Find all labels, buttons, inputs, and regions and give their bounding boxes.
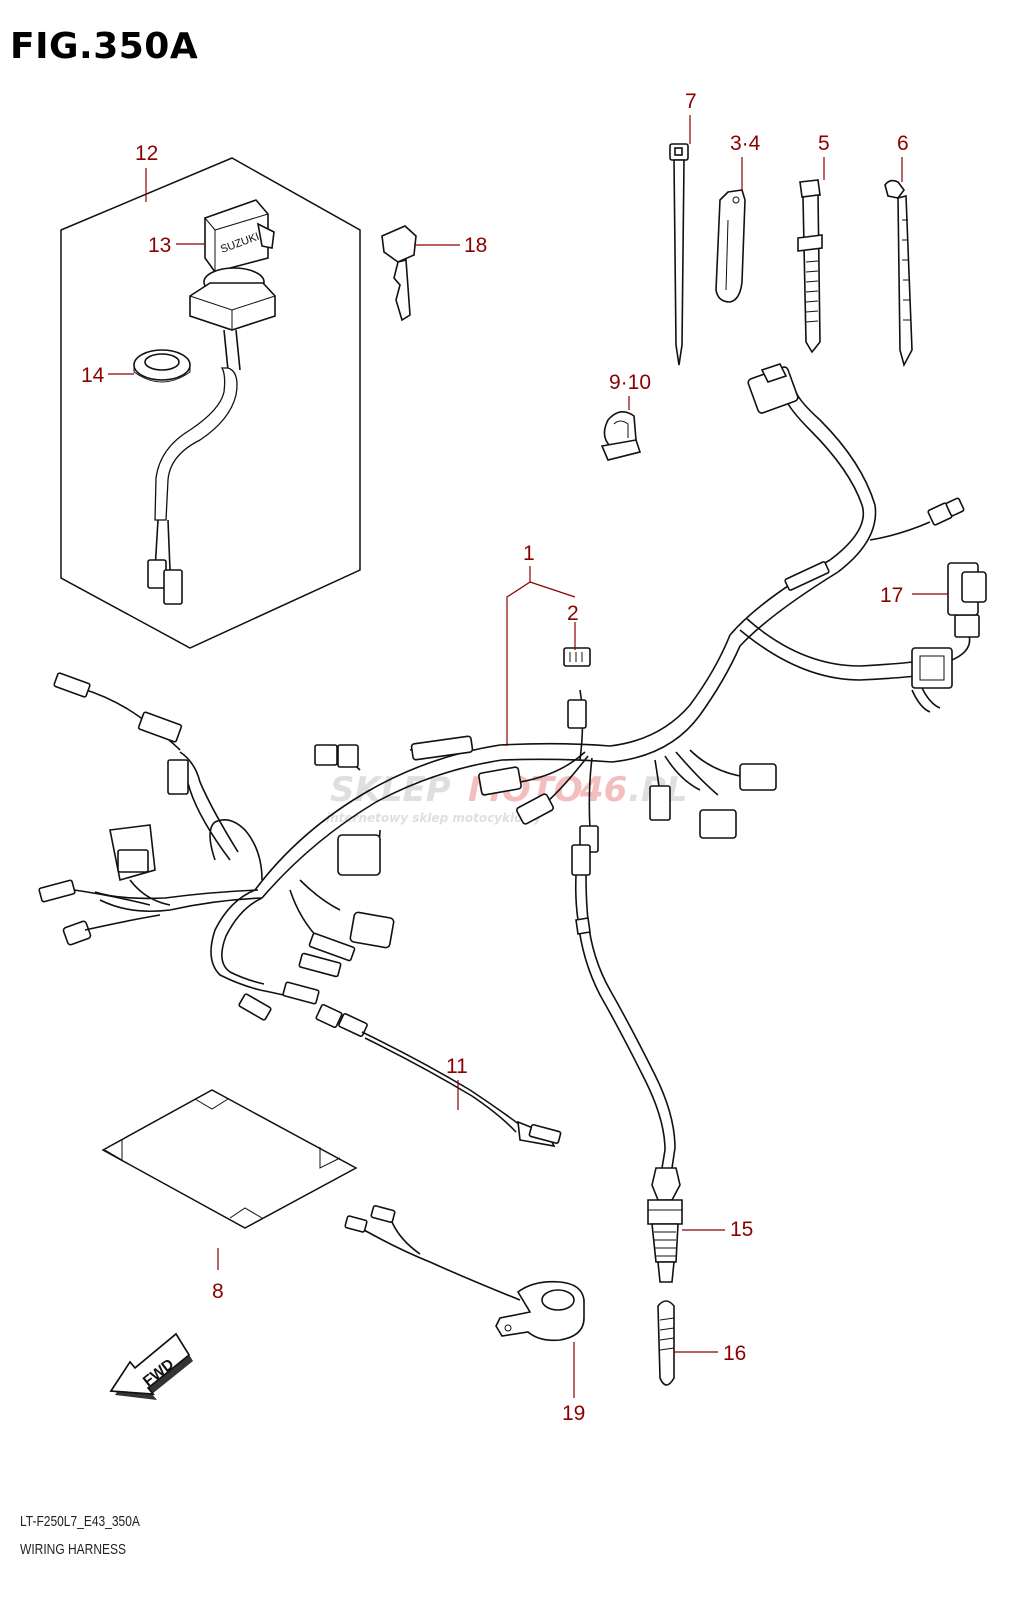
main-wiring-harness xyxy=(38,363,987,1021)
callout-7: 7 xyxy=(685,90,697,113)
callout-6: 6 xyxy=(897,132,909,155)
watermark-brand-a: SKLEP xyxy=(330,770,451,810)
oxygen-sensor-icon xyxy=(571,844,683,1283)
callout-12: 12 xyxy=(135,142,158,165)
wire-band-icon xyxy=(797,179,823,354)
callout-13: 13 xyxy=(148,234,171,257)
cable-tie-icon xyxy=(669,143,689,366)
sensor-cap-icon xyxy=(657,1300,675,1386)
forward-arrow-icon: FWD xyxy=(109,1332,193,1400)
harness-clip-icon xyxy=(600,411,642,461)
callout-2: 2 xyxy=(567,602,579,625)
figure-title: FIG.350A xyxy=(10,26,199,67)
watermark-brand-c: 46 xyxy=(579,770,627,810)
callout-11: 11 xyxy=(446,1055,468,1078)
callout-16: 16 xyxy=(723,1342,746,1365)
callout-18: 18 xyxy=(464,234,487,257)
callout-17: 17 xyxy=(880,584,903,607)
watermark-tagline: internetowy sklep motocyklowy xyxy=(326,811,542,825)
lead-wire-icon xyxy=(315,1003,562,1148)
ring-nut-icon xyxy=(133,349,191,383)
callout-1: 1 xyxy=(523,542,535,565)
figure-name: WIRING HARNESS xyxy=(20,1541,127,1558)
thermal-switch-icon xyxy=(344,1205,585,1342)
key-icon xyxy=(381,225,417,322)
callout-9-10: 9·10 xyxy=(609,371,651,394)
model-code: LT-F250L7_E43_350A xyxy=(20,1513,140,1530)
callout-5: 5 xyxy=(818,132,830,155)
cable-tie-angled-icon xyxy=(884,179,913,368)
callout-14: 14 xyxy=(81,364,105,387)
ignition-switch-icon: SUZUKI xyxy=(147,199,276,605)
callout-15: 15 xyxy=(730,1218,753,1241)
callout-19: 19 xyxy=(562,1402,585,1425)
wire-clamp-icon xyxy=(715,189,746,303)
insulation-sheet-icon xyxy=(101,1089,358,1229)
ignition-switch-box xyxy=(60,157,361,649)
callouts: 1 2 7 3·4 5 6 12 13 14 18 9·10 17 11 15 … xyxy=(81,90,948,1425)
callout-8: 8 xyxy=(212,1280,224,1303)
callout-3-4: 3·4 xyxy=(730,132,761,155)
